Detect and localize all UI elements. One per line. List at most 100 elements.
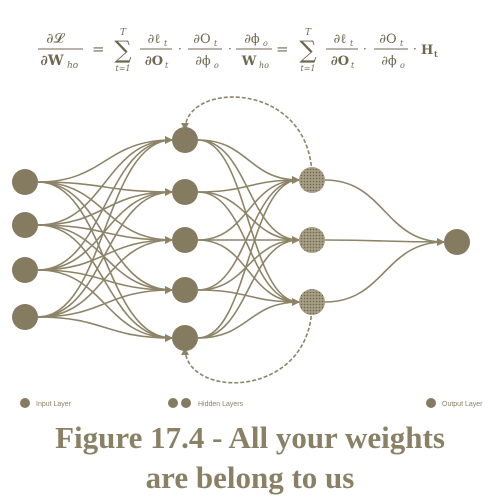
f1-denominator: ∂O <box>145 54 163 69</box>
edge-l2-2-to-0 <box>324 238 445 303</box>
hidden1-node-5 <box>172 325 198 351</box>
edge-l2-0-to-0 <box>324 179 445 246</box>
legend: Input Layer Hidden Layers Output Layer <box>20 398 483 408</box>
legend-output-swatch <box>426 398 436 408</box>
dot-4: · <box>413 42 417 56</box>
hidden1-node-2 <box>172 179 198 205</box>
caption-line-2: are belong to us <box>145 460 355 495</box>
edge-l0-1-to-1 <box>37 188 173 226</box>
edge-l0-0-to-4 <box>37 181 173 342</box>
edge-l0-2-to-1 <box>37 188 173 271</box>
sum1-sigma: ∑ <box>114 36 131 64</box>
f2-denominator: ∂ϕ <box>195 54 211 69</box>
f1-numerator-sub: t <box>164 39 168 48</box>
g2-denominator-sub: o <box>400 61 405 70</box>
tail-term-sub: t <box>434 49 438 59</box>
node-group <box>12 127 470 351</box>
edge-l0-3-to-2 <box>37 236 173 318</box>
dot-1: · <box>178 42 182 56</box>
lhs-numerator: ∂𝓛 <box>46 31 65 47</box>
edge-l1-3-to-1 <box>197 236 300 291</box>
g2-denominator: ∂ϕ <box>381 54 397 69</box>
edge-l1-0-to-1 <box>197 139 300 244</box>
input-node-3 <box>12 257 38 283</box>
edge-l1-1-to-2 <box>197 191 300 306</box>
hidden1-node-3 <box>172 227 198 253</box>
edge-l0-3-to-4 <box>37 316 173 342</box>
edge-l1-1-to-1 <box>197 191 300 244</box>
edge-group <box>37 136 445 342</box>
legend-hidden-swatch-2 <box>181 398 191 408</box>
edge-l1-4-to-2 <box>197 298 300 339</box>
output-node-1 <box>444 229 470 255</box>
f1-numerator: ∂ℓ <box>148 32 161 47</box>
edge-l1-0-to-2 <box>197 139 300 306</box>
input-node-2 <box>12 212 38 238</box>
dot-2: · <box>228 42 232 56</box>
edge-l0-1-to-3 <box>37 224 173 294</box>
f1-denominator-sub: t <box>165 61 169 70</box>
edge-l0-2-to-0 <box>37 136 173 271</box>
sum1-upper: T <box>120 28 127 38</box>
g1-denominator: ∂O <box>331 54 349 69</box>
g1-denominator-sub: t <box>351 61 355 70</box>
tail-term: H <box>421 43 433 58</box>
figure-caption: Figure 17.4 - All your weights are belon… <box>0 418 500 498</box>
edge-l2-1-to-0 <box>324 237 445 246</box>
recurrent-loop-group <box>181 96 313 384</box>
edge-l0-0-to-1 <box>37 181 173 196</box>
g1-numerator: ∂ℓ <box>334 32 347 47</box>
edge-l1-0-to-0 <box>197 139 300 184</box>
g2-numerator-sub: t <box>400 39 404 48</box>
lhs-denominator: ∂W <box>40 53 63 69</box>
legend-input-label: Input Layer <box>36 401 72 408</box>
legend-hidden-label: Hidden Layers <box>198 401 244 408</box>
edge-l0-1-to-4 <box>37 224 173 342</box>
recurrent-loop-bottom <box>181 303 313 384</box>
lhs-denominator-sub: ho <box>67 61 79 71</box>
edge-l0-0-to-2 <box>37 181 173 244</box>
f3-denominator-sub: ho <box>259 61 269 70</box>
sum2-sigma: ∑ <box>299 36 316 64</box>
equals-sign-2: = <box>276 40 289 58</box>
legend-output-label: Output Layer <box>442 401 483 408</box>
input-node-4 <box>12 304 38 330</box>
dot-3: · <box>363 42 367 56</box>
edge-l1-4-to-0 <box>197 176 300 339</box>
edge-l0-3-to-3 <box>37 286 173 318</box>
input-node-1 <box>12 169 38 195</box>
hidden1-node-4 <box>172 277 198 303</box>
edge-l1-1-to-0 <box>197 176 300 193</box>
equals-sign-1: = <box>92 40 105 58</box>
edge-l0-3-to-0 <box>37 136 173 318</box>
sum2-upper: T <box>305 28 312 38</box>
backprop-equation: ∂𝓛 ∂W ho = T ∑ t=1 ∂ℓ t ∂O t · ∂O t ∂ϕ o… <box>0 0 500 80</box>
hidden2-node-1 <box>299 167 325 193</box>
edge-l1-4-to-1 <box>197 236 300 339</box>
recurrent-loop-top <box>181 96 313 179</box>
sum2-lower: t=1 <box>300 64 315 73</box>
hidden2-node-2 <box>299 227 325 253</box>
g1-numerator-sub: t <box>350 39 354 48</box>
legend-hidden-swatch-1 <box>168 398 178 408</box>
edge-l1-3-to-2 <box>197 289 300 306</box>
edge-l0-3-to-1 <box>37 188 173 318</box>
edge-l0-0-to-0 <box>37 136 173 183</box>
f2-denominator-sub: o <box>214 61 219 70</box>
g2-numerator: ∂O <box>379 32 396 47</box>
edge-l1-2-to-2 <box>197 239 300 306</box>
edge-l0-0-to-3 <box>37 181 173 294</box>
f3-numerator-sub: o <box>263 39 268 48</box>
hidden2-node-3 <box>299 289 325 315</box>
f3-numerator: ∂ϕ <box>244 32 260 47</box>
edge-l0-1-to-2 <box>37 224 173 244</box>
hidden1-node-1 <box>172 127 198 153</box>
edge-l1-3-to-0 <box>197 176 300 291</box>
f3-denominator: W <box>241 54 257 69</box>
f2-numerator: ∂O <box>193 32 210 47</box>
edge-l0-1-to-0 <box>37 136 173 226</box>
equation-svg: ∂𝓛 ∂W ho = T ∑ t=1 ∂ℓ t ∂O t · ∂O t ∂ϕ o… <box>38 28 438 73</box>
caption-line-1: Figure 17.4 - All your weights <box>55 420 445 455</box>
edge-l1-2-to-0 <box>197 176 300 241</box>
